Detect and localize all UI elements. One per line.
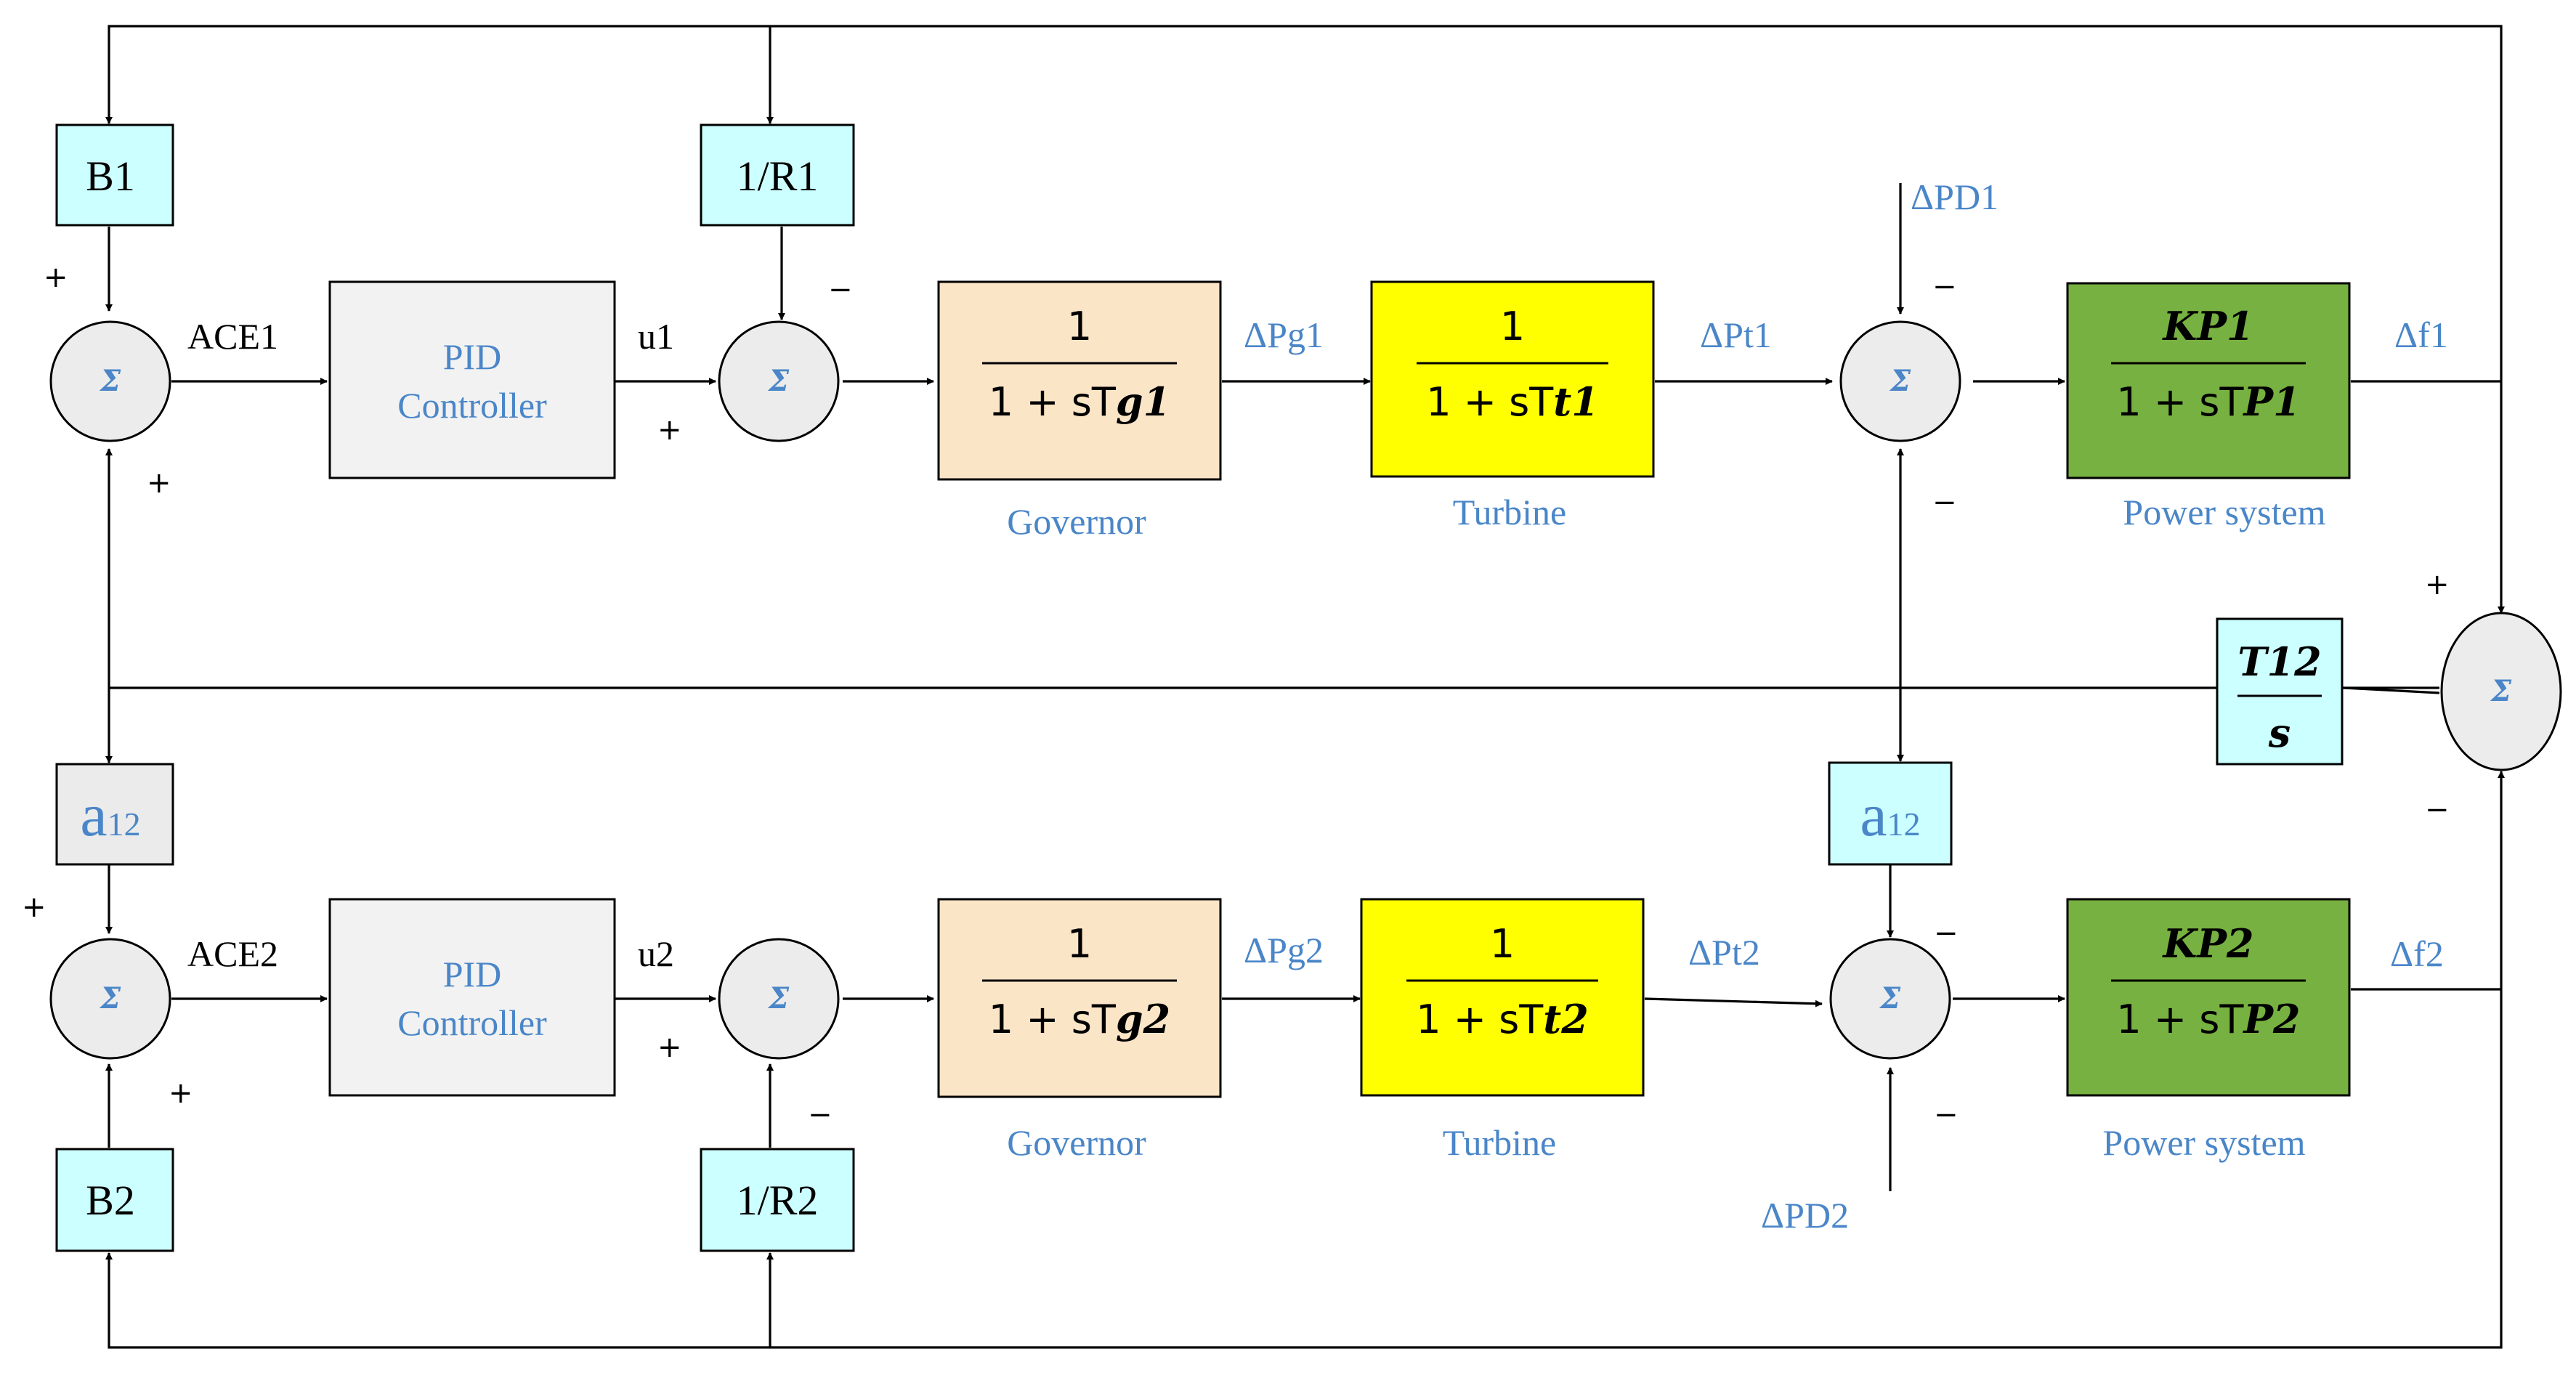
sign-sum5-left: + (657, 1031, 682, 1064)
sum-tie (2440, 612, 2562, 771)
plant2-den: 1 + sTP2 (2116, 996, 2300, 1042)
tie-den: s (2268, 710, 2291, 756)
dpt1-label: ΔPt1 (1700, 315, 1772, 355)
pid2-line2: Controller (397, 1002, 547, 1043)
wire-dpt2 (1644, 997, 1823, 1007)
plant1-den: 1 + sTP1 (2116, 378, 2300, 425)
plant2-num: KP2 (2161, 920, 2253, 967)
b1-block (55, 123, 174, 227)
sum1-symbol: Σ (99, 364, 121, 398)
turbine2-den: 1 + sTt2 (1416, 996, 1589, 1042)
pid1-line1: PID (443, 336, 502, 377)
u1-label: u1 (638, 316, 674, 357)
pid1-line2: Controller (397, 385, 547, 426)
pid-controller-2 (328, 898, 616, 1097)
sign-sum6-bottom: − (1934, 1098, 1959, 1132)
governor2-caption: Governor (1007, 1122, 1146, 1163)
b2-label: B2 (86, 1177, 135, 1224)
sign-sum3-bottom: − (1932, 486, 1957, 519)
df1-label: Δf1 (2394, 315, 2448, 355)
pid2-line1: PID (443, 954, 502, 994)
ace1-label: ACE1 (187, 316, 278, 357)
dpd1-label: ΔPD1 (1911, 177, 1998, 217)
alpha-right-label: a12 (1860, 782, 1920, 849)
sign-sum2-left: + (657, 413, 682, 447)
turbine-block-2 (1360, 898, 1645, 1097)
sum-signs: + + − + − − + − + + + − − − (22, 261, 2450, 1132)
sum5-u2 (718, 938, 840, 1060)
sign-sum4-bottom: + (169, 1076, 193, 1110)
sum3-symbol: Σ (1889, 364, 1911, 398)
pid-controller-1 (328, 280, 616, 479)
df2-label: Δf2 (2390, 933, 2444, 974)
sum2-u1 (718, 320, 840, 442)
turbine1-caption: Turbine (1453, 492, 1567, 532)
turbine-block-1 (1370, 280, 1655, 478)
tie-line: T12 s Σ (2216, 612, 2562, 771)
alpha-block-right (1828, 761, 1953, 866)
plant1-caption: Power system (2123, 492, 2325, 532)
turbine2-num: 1 (1490, 921, 1515, 967)
sign-tie-top: + (2425, 568, 2450, 601)
signal-wires (105, 25, 2505, 1349)
area2: a12 a12 Σ ACE2 PID Controller u2 Σ 1 1 +… (49, 761, 2444, 1252)
sign-tie-bottom: − (2425, 793, 2450, 827)
governor-block-1 (937, 280, 1222, 481)
r2-block (700, 1148, 855, 1252)
sum1-ace1 (49, 320, 171, 442)
alpha-block-left (55, 763, 174, 866)
wire-tie-sum-to-tie (2343, 686, 2440, 694)
u2-label: u2 (638, 933, 674, 974)
sign-sum5-bottom: − (808, 1098, 833, 1132)
turbine2-caption: Turbine (1443, 1122, 1557, 1163)
sum6-symbol: Σ (1879, 981, 1901, 1015)
ace2-label: ACE2 (187, 933, 278, 974)
sum6-power2 (1829, 938, 1951, 1060)
b2-block (55, 1148, 174, 1252)
r2-label: 1/R2 (737, 1177, 819, 1224)
sign-sum3-top: − (1932, 270, 1957, 304)
sum3-power1 (1839, 320, 1961, 442)
dpg2-label: ΔPg2 (1244, 930, 1324, 970)
alpha-left-label: a12 (80, 782, 140, 849)
sum-tie-symbol: Σ (2490, 674, 2512, 708)
sign-sum1-top: + (44, 261, 68, 294)
governor1-num: 1 (1067, 304, 1092, 349)
sum5-symbol: Σ (767, 981, 790, 1015)
sign-sum1-bottom: + (147, 466, 171, 500)
governor-block-2 (937, 898, 1222, 1098)
power-system-block-1 (2066, 282, 2351, 479)
sum4-ace2 (49, 938, 171, 1060)
wire-df2-to-b2 (105, 989, 2503, 1349)
sign-sum4-top: + (22, 891, 46, 924)
power-system-block-2 (2066, 898, 2351, 1097)
turbine1-num: 1 (1500, 304, 1525, 349)
sum4-symbol: Σ (99, 981, 121, 1015)
plant1-num: KP1 (2161, 303, 2253, 349)
r1-label: 1/R1 (737, 153, 819, 200)
wire-df1-to-b1 (105, 25, 2503, 381)
dpd2-label: ΔPD2 (1761, 1195, 1849, 1236)
dpt2-label: ΔPt2 (1688, 932, 1760, 973)
governor2-den: 1 + sTg2 (989, 996, 1170, 1042)
area1: B1 1/R1 Σ ACE1 PID Controller u1 Σ 1 1 +… (49, 123, 2448, 542)
sum2-symbol: Σ (767, 364, 790, 398)
r1-block (700, 123, 855, 227)
b1-label: B1 (86, 153, 135, 200)
tie-line-block (2216, 617, 2344, 766)
sign-sum6-top: − (1934, 917, 1959, 950)
sign-sum2-top: − (828, 273, 853, 307)
tie-num: T12 (2237, 638, 2321, 685)
governor2-num: 1 (1067, 921, 1092, 967)
turbine1-den: 1 + sTt1 (1426, 378, 1599, 425)
governor1-den: 1 + sTg1 (989, 378, 1170, 425)
plant2-caption: Power system (2102, 1122, 2305, 1163)
governor1-caption: Governor (1007, 501, 1146, 542)
dpg1-label: ΔPg1 (1244, 315, 1324, 355)
